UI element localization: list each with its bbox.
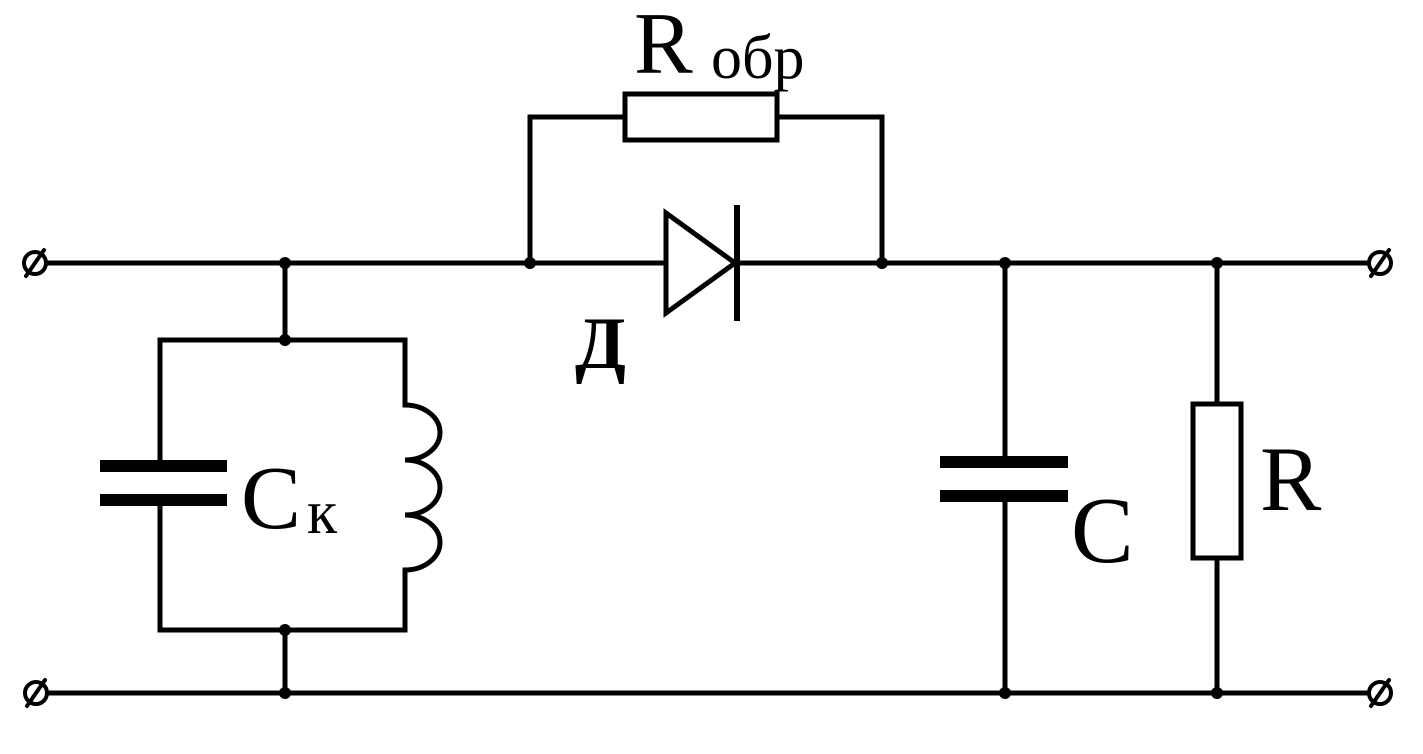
r-obr-wire-left [527, 114, 628, 266]
terminal-input-bottom [23, 678, 49, 708]
inductor-coil [402, 402, 443, 573]
junction-dot [999, 257, 1011, 269]
ck-capacitor-plate-bottom [100, 494, 227, 506]
diode-label: Д [575, 303, 626, 385]
ck-label-main: C [241, 449, 301, 548]
r-obr-resistor [622, 91, 780, 143]
junction-dot [1211, 257, 1223, 269]
junction-dot [279, 257, 291, 269]
junction-dot [279, 624, 291, 636]
c-capacitor-plate-bottom [940, 490, 1068, 502]
junction-dot [999, 687, 1011, 699]
terminal-output-top [1367, 248, 1393, 278]
r-obr-wire-right [774, 114, 885, 266]
ck-capacitor-plate-top [100, 460, 227, 472]
tank-wire-left [157, 337, 408, 463]
junction-dot [279, 687, 291, 699]
r-obr-label-sub: обр [711, 24, 805, 92]
junction-dot [524, 257, 536, 269]
terminal-output-bottom [1367, 678, 1393, 708]
junction-dot [279, 334, 291, 346]
junction-dot [1211, 687, 1223, 699]
c-capacitor-plate-top [940, 456, 1068, 468]
terminal-input-top [22, 248, 48, 278]
r-label: R [1260, 428, 1322, 530]
r-obr-label-main: R [634, 0, 693, 93]
junction-dot [876, 257, 888, 269]
r-load-resistor [1190, 401, 1244, 561]
c-label: C [1071, 479, 1134, 583]
diode-triangle [663, 208, 740, 318]
ck-label-sub: к [307, 479, 338, 547]
